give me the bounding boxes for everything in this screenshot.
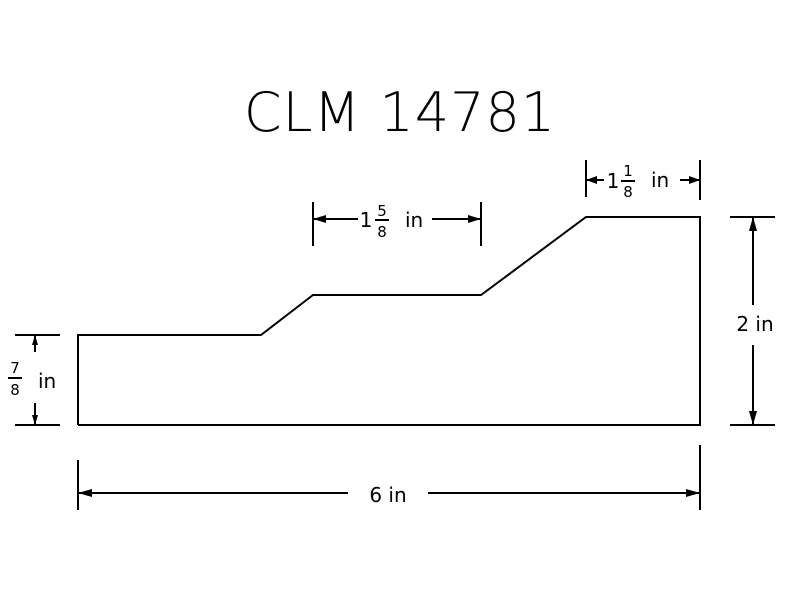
height-label: 2 in [736,312,773,336]
middle-flat-unit: in [405,208,423,232]
top-flat-arrow-right [689,176,700,184]
height-arrow-bottom [749,411,757,425]
width-arrow-left [78,489,92,497]
top-flat-whole: 1 [607,169,620,193]
left-height-dimension: 7 8 in [8,334,60,426]
left-height-numerator: 7 [10,359,20,377]
top-flat-dimension: 1 1 8 in [585,160,701,201]
middle-flat-numerator: 5 [377,202,387,220]
drawing-title: CLM 14781 [244,81,556,144]
left-height-arrow-bottom [32,415,38,425]
middle-flat-denominator: 8 [377,223,387,241]
profile-outline [77,216,701,426]
width-arrow-right [686,489,700,497]
middle-flat-arrow-right [468,215,481,223]
width-label: 6 in [369,483,406,507]
height-arrow-top [749,217,757,231]
middle-flat-whole: 1 [360,208,373,232]
left-height-denominator: 8 [10,381,20,399]
top-flat-denominator: 8 [623,183,633,201]
top-flat-unit: in [651,168,669,192]
width-dimension: 6 in [77,445,701,510]
left-height-unit: in [38,369,56,393]
left-height-arrow-top [32,335,38,345]
height-dimension: 2 in [730,216,775,426]
top-flat-numerator: 1 [623,162,633,180]
top-flat-arrow-left [586,176,597,184]
middle-flat-arrow-left [313,215,326,223]
middle-flat-dimension: 1 5 8 in [312,202,482,246]
